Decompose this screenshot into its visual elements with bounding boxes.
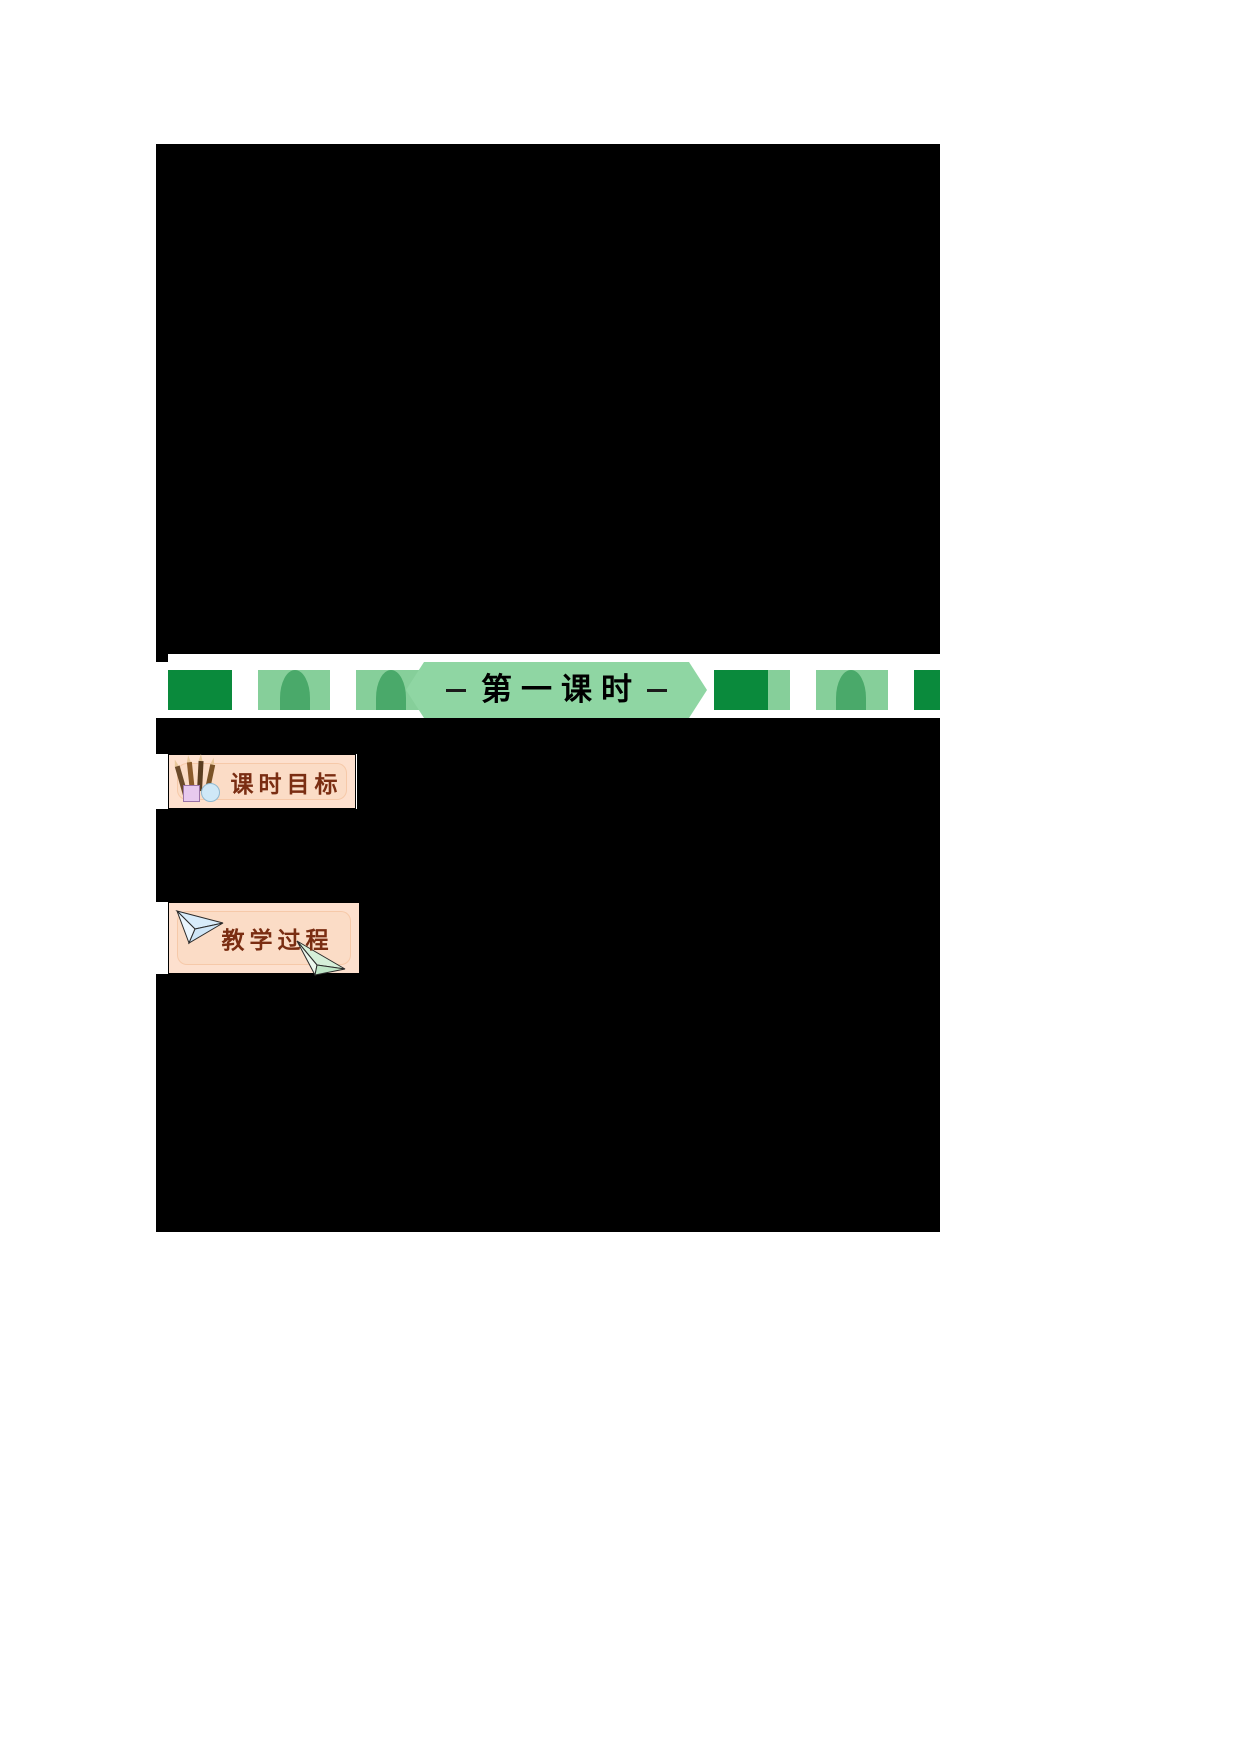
banner-notch-right-3 [888, 670, 914, 710]
banner-dash-left [446, 689, 466, 692]
redacted-content-block-process-row [360, 902, 940, 974]
redacted-content-block-mid [156, 718, 940, 742]
redacted-content-block-objectives-row [357, 754, 940, 809]
section-banner: 第一课时 [168, 662, 940, 718]
banner-notch-left-2 [330, 670, 356, 710]
banner-title: 第一课时 [481, 672, 641, 707]
redacted-content-block-objectives-top [156, 742, 940, 754]
banner-notch-left-1 [232, 670, 258, 710]
process-label-text: 教学过程 [221, 928, 334, 953]
banner-bump-left-1 [280, 670, 310, 710]
banner-blob-right-0 [768, 670, 792, 710]
objectives-label-text: 课时目标 [230, 771, 343, 797]
banner-bump-left-2 [376, 670, 406, 710]
redacted-content-block-process-body [156, 974, 940, 1232]
redacted-content-block-objectives-body [156, 809, 940, 902]
paper-plane-icon-bottom-right [296, 940, 346, 977]
banner-center-plate: 第一课时 [406, 662, 707, 718]
process-label-box: 教学过程 [168, 902, 360, 977]
paper-plane-icon-top-left [175, 910, 224, 945]
banner-notch-right-2 [790, 670, 816, 710]
banner-bump-right-1 [836, 670, 866, 710]
redacted-content-block-gap [156, 654, 168, 662]
banner-dash-right [647, 689, 667, 692]
redacted-content-block-top [156, 144, 940, 654]
objectives-label-box: 课时目标 [168, 753, 356, 809]
